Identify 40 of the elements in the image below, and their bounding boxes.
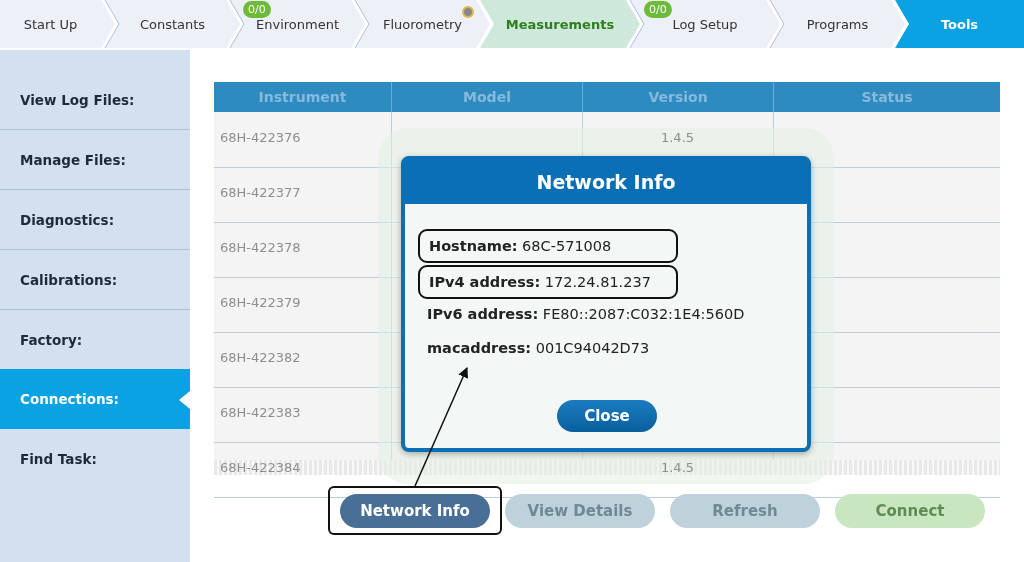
menu-item: Calibrations: [0, 250, 190, 310]
count-badge: 0/0 [644, 1, 672, 18]
table-cell-text: 68H-422382 [220, 350, 301, 365]
disabled-button: Refresh [670, 494, 820, 528]
table-cell-text: 68H-422376 [220, 130, 301, 145]
step-tab: Fluorometry [355, 0, 490, 48]
count-badge: 0/0 [243, 1, 271, 18]
info-text: IPv6 address: FE80::2087:C032:1E4:560D [427, 306, 745, 322]
menu-item: View Log Files: [0, 70, 190, 130]
step-tab: Constants [105, 0, 240, 48]
table-cell-text: 68H-422383 [220, 405, 301, 420]
step-tab: Tools [895, 0, 1024, 48]
info-text: IPv4 address: 172.24.81.237 [429, 274, 651, 290]
table-cell-text: 1.4.5 [659, 130, 696, 145]
highlight-box [418, 265, 678, 299]
step-tab: Programs [770, 0, 905, 48]
table-cell-text: 68H-422384 [220, 460, 301, 475]
menu-item: Factory: [19, 331, 84, 350]
table-cell-text: 1.4.5 [659, 460, 696, 475]
arrow [414, 367, 468, 487]
primary-button: Network Info [340, 494, 490, 528]
menu-item: Manage Files: [0, 130, 190, 190]
table-cell-text: 68H-422377 [220, 185, 301, 200]
close-button: Close [557, 400, 657, 432]
selected-menu-item: Connections: [0, 369, 190, 429]
step-tab: Start Up [0, 0, 115, 48]
disabled-button: View Details [505, 494, 655, 528]
dialog-window [401, 156, 811, 452]
column-header: Instrument [257, 88, 348, 107]
info-text: macaddress: 001C94042D73 [427, 340, 650, 356]
disabled-button: Connect [835, 494, 985, 528]
info-text: Hostname: 68C-571008 [429, 238, 612, 254]
table-cell-text: 68H-422378 [220, 240, 301, 255]
dialog-title: Network Info [405, 160, 807, 204]
highlight-box [418, 229, 678, 263]
step-tab: Measurements [480, 0, 640, 48]
menu-item: Find Task: [19, 450, 98, 469]
table-cell-text: 68H-422379 [220, 295, 301, 310]
menu-item: Diagnostics: [0, 190, 190, 250]
callout-box [328, 486, 502, 535]
